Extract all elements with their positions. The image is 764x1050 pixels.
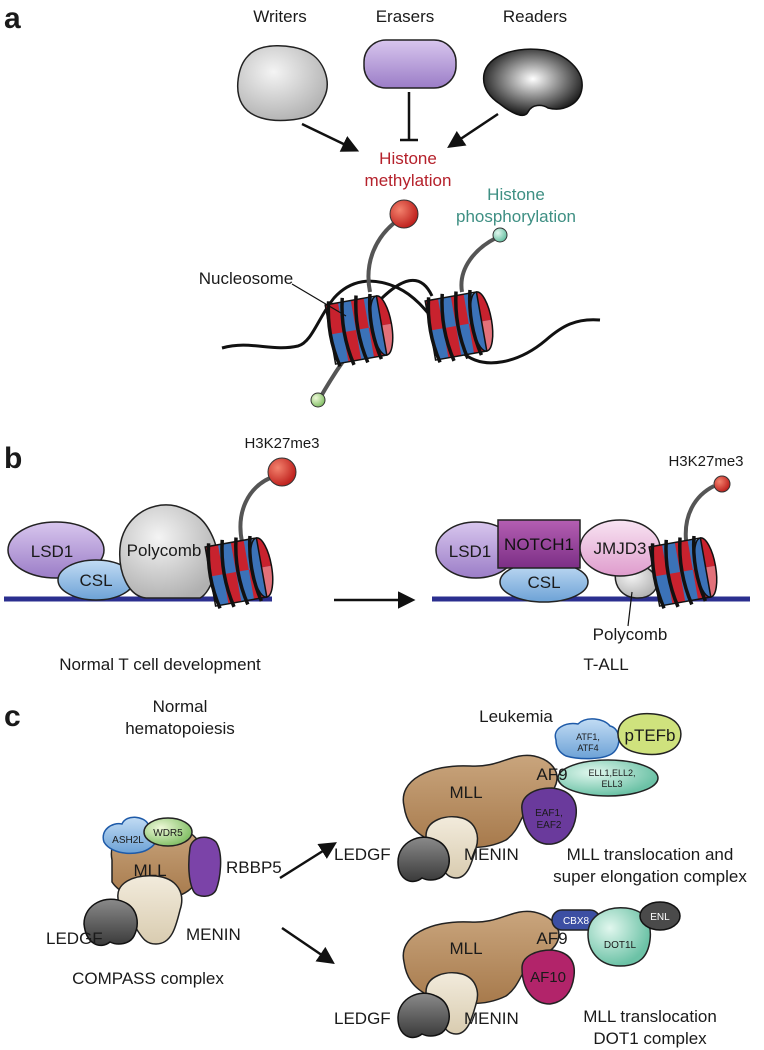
caption-t-all: T-ALL [583,655,628,674]
csl-right-label: CSL [527,573,560,592]
notch1-label: NOTCH1 [504,535,574,554]
methyl-mark [389,199,419,229]
sec-atf-line2: ATF4 [577,743,598,753]
sec-ell [557,759,659,797]
sec-atf-line1: ATF1, [576,732,600,742]
compass-ledgf-label: LEDGF [46,929,103,948]
compass-mll-label: MLL [133,861,166,880]
phospho-tail [459,236,497,293]
methyl-tail [366,218,400,293]
b-tail-right [683,484,715,541]
readers-arrow [447,112,499,148]
phosphorylation-label-line1: Histone [487,185,545,204]
arrow-to-dot1 [281,926,335,964]
readers-label: Readers [503,7,567,26]
phospho-mark [492,227,508,243]
dot1-ledgf-label: LEDGF [334,1009,391,1028]
sec-eaf-line2: EAF2 [536,820,561,831]
dot1-af9-label: AF9 [536,929,567,948]
polycomb-right-label: Polycomb [593,625,668,644]
compass-caption: COMPASS complex [72,969,224,988]
dot1-caption-line2: DOT1 complex [593,1029,707,1048]
dot1-enl-label: ENL [650,912,670,923]
normal-hematopoiesis-line1: Normal [153,697,208,716]
methylation-label-line1: Histone [379,149,437,168]
h3k27me3-right-label: H3K27me3 [668,453,743,470]
arrow-to-sec [279,842,337,880]
panel-a-label: a [4,2,21,35]
sec-mll-label: MLL [449,783,482,802]
lsd1-right-label: LSD1 [449,542,492,561]
polycomb-right-pointer [627,591,633,627]
nucleosome-2 [422,284,500,366]
ash2l-label: ASH2L [112,835,144,846]
compass-rbbp5 [188,836,222,897]
dot1-mll-label: MLL [449,939,482,958]
nucleosome-1 [322,288,400,370]
dot1-cbx8-label: CBX8 [563,916,590,927]
nucleosome-pointer [291,283,347,317]
dot1-ledgf [397,992,450,1039]
h3k27me3-right-mark [713,475,731,493]
dot1-dot1l-label: DOT1L [604,940,637,951]
polycomb-left [119,504,218,599]
phospho-mark-lower [310,392,326,408]
jmjd3-label: JMJD3 [594,539,647,558]
sec-af9-label: AF9 [536,765,567,784]
erasers-label: Erasers [376,7,435,26]
lsd1-left-label: LSD1 [31,542,74,561]
dna-strand-a [221,279,601,365]
sec-ptefb-label: pTEFb [624,726,675,745]
normal-hematopoiesis-line2: hematopoiesis [125,719,235,738]
sec-ell-line1: ELL1,ELL2, [588,768,635,778]
sec-caption-line2: super elongation complex [553,867,747,886]
erasers-shape [363,39,457,89]
dot1-menin-label: MENIN [464,1009,519,1028]
sec-ledgf [397,836,450,883]
sec-menin-label: MENIN [464,845,519,864]
dot1-enl [639,901,681,931]
panel-b-label: b [4,442,22,475]
sec-ell-line2: ELL3 [601,779,622,789]
readers-shape [482,48,583,116]
compass-ledgf [83,898,138,947]
compass-menin-label: MENIN [186,925,241,944]
phosphorylation-label-line2: phosphorylation [456,207,576,226]
writers-shape [236,45,328,122]
leukemia-label: Leukemia [479,707,553,726]
dot1-af10-label: AF10 [530,969,566,986]
sec-ledgf-label: LEDGF [334,845,391,864]
sec-eaf-line1: EAF1, [535,808,563,819]
writers-arrow [301,122,360,152]
csl-left-label: CSL [79,571,112,590]
rbbp5-label: RBBP5 [226,858,282,877]
dot1-af10 [521,949,576,1005]
linker-dna-a [378,278,434,302]
h3k27me3-left-label: H3K27me3 [244,435,319,452]
wdr5-label: WDR5 [153,828,183,839]
methylation-label-line2: methylation [365,171,452,190]
panel-c-label: c [4,700,21,733]
b-tail-left [238,476,271,543]
writers-label: Writers [253,7,307,26]
compass-wdr5 [143,817,193,847]
sec-eaf [521,787,578,845]
caption-normal-t: Normal T cell development [59,655,261,674]
dot1-caption-line1: MLL translocation [583,1007,717,1026]
sec-caption-line1: MLL translocation and [567,845,734,864]
sec-ptefb [617,712,682,756]
dot1-dot1l [587,907,652,967]
polycomb-left-label: Polycomb [127,541,202,560]
nucleosome-label: Nucleosome [199,269,294,288]
h3k27me3-left-mark [267,457,297,487]
